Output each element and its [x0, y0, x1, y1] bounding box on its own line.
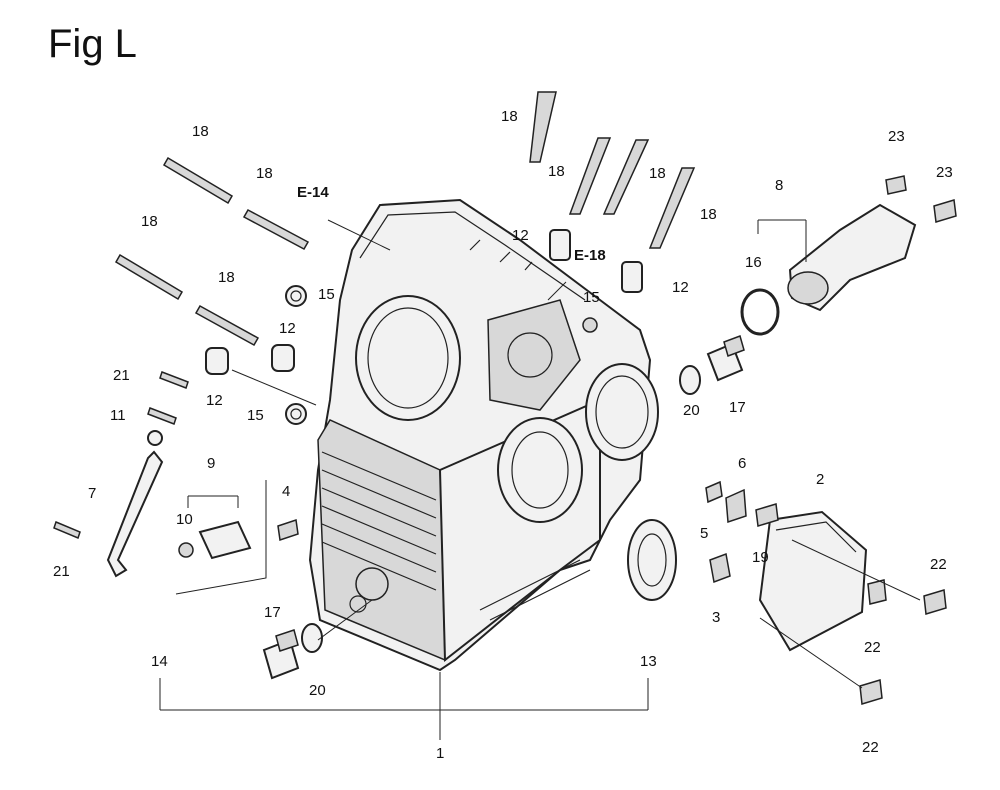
- callout-10: 10: [176, 511, 193, 528]
- callout-21: 21: [113, 367, 130, 384]
- callout-18: 18: [192, 123, 209, 140]
- callout-18: 18: [141, 213, 158, 230]
- callout-20: 20: [683, 402, 700, 419]
- callout-18: 18: [256, 165, 273, 182]
- callout-18: 18: [218, 269, 235, 286]
- callout-17: 17: [264, 604, 281, 621]
- crankcase: [308, 198, 659, 672]
- callout-20: 20: [309, 682, 326, 699]
- figure-title: Fig L: [48, 22, 137, 66]
- callouts: 18 18 18 18 18 18 18 18 12 12 12 12 15 1…: [53, 108, 953, 762]
- reference-labels: E-14 E-18: [297, 184, 606, 264]
- callout-22: 22: [930, 556, 947, 573]
- dowel-pins: [205, 229, 643, 375]
- right-parts: [705, 175, 957, 705]
- callout-2: 2: [816, 471, 824, 488]
- callout-18: 18: [548, 163, 565, 180]
- callout-4: 4: [282, 483, 290, 500]
- callout-12: 12: [512, 227, 529, 244]
- leader-lines: [159, 219, 921, 740]
- callout-7: 7: [88, 485, 96, 502]
- reference-e18: E-18: [574, 247, 606, 264]
- left-parts: [53, 371, 300, 680]
- callout-18: 18: [700, 206, 717, 223]
- callout-6: 6: [738, 455, 746, 472]
- reference-e14: E-14: [297, 184, 329, 201]
- callout-15: 15: [583, 289, 600, 306]
- callout-8: 8: [775, 177, 783, 194]
- callout-22: 22: [862, 739, 879, 756]
- callout-13: 13: [640, 653, 657, 670]
- callout-5: 5: [700, 525, 708, 542]
- stud-bolts: [114, 91, 696, 347]
- callout-12: 12: [206, 392, 223, 409]
- callout-11: 11: [110, 407, 126, 424]
- callout-14: 14: [151, 653, 168, 670]
- callout-21: 21: [53, 563, 70, 580]
- callout-19: 19: [752, 549, 769, 566]
- callout-18: 18: [501, 108, 518, 125]
- callout-9: 9: [207, 455, 215, 472]
- callout-12: 12: [672, 279, 689, 296]
- callout-18: 18: [649, 165, 666, 182]
- callout-23: 23: [888, 128, 905, 145]
- callout-22: 22: [864, 639, 881, 656]
- callout-3: 3: [712, 609, 720, 626]
- callout-17: 17: [729, 399, 746, 416]
- callout-16: 16: [745, 254, 762, 271]
- seals: [285, 285, 780, 653]
- callout-1: 1: [436, 745, 444, 762]
- callout-12: 12: [279, 320, 296, 337]
- callout-15: 15: [247, 407, 264, 424]
- callout-23: 23: [936, 164, 953, 181]
- callout-15: 15: [318, 286, 335, 303]
